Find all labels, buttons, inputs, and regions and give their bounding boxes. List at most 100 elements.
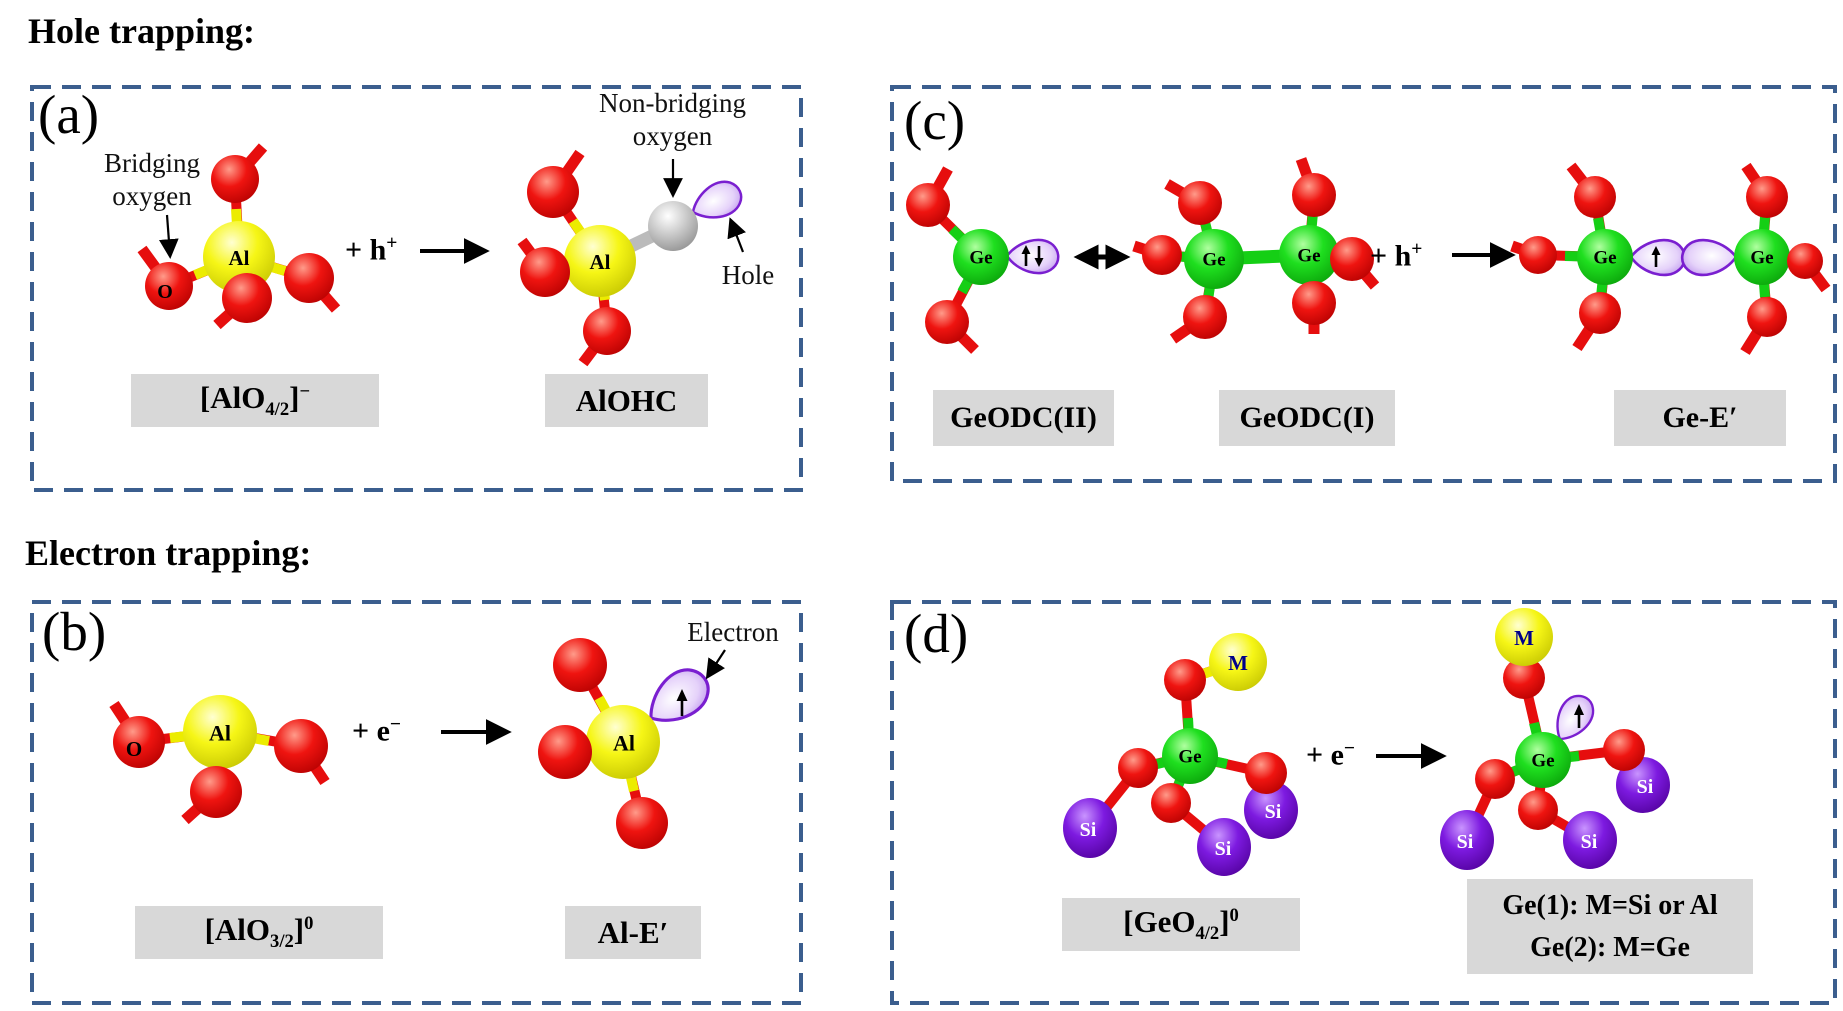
oxygen-atom: [1151, 783, 1191, 823]
panel-d-border: [890, 600, 1837, 1005]
silicon-atom: [1063, 798, 1117, 858]
oxygen-atom: [1292, 281, 1336, 325]
oxygen-atom: [1142, 235, 1182, 275]
panel-b: Al O Al (b) Electron: [30, 600, 803, 1005]
reaction-text: + e−: [1306, 738, 1356, 772]
electron-label: Electron: [687, 617, 779, 647]
germanium-atom-label: Ge: [1750, 248, 1773, 269]
nonbridging-oxygen-atom: [648, 201, 698, 251]
germanium-atom: [1162, 728, 1218, 784]
panel-c-figure: Ge: [890, 85, 1837, 483]
reactant-label-box: [AlO4/2]−: [131, 374, 379, 427]
reactant-label-box: [AlO3/2]0: [135, 906, 383, 959]
hole-arrow: [727, 217, 746, 253]
silicon-atom-label: Si: [1637, 776, 1654, 798]
aluminum-atom: [183, 695, 257, 769]
reaction-text: + e−: [352, 714, 402, 748]
oxygen-atom: [1574, 176, 1616, 218]
oxygen-atom-label: O: [157, 281, 173, 303]
spin-down-icon: [1034, 246, 1044, 267]
alo3-molecule: Al O: [109, 695, 330, 825]
modifier-atom-label: M: [1228, 651, 1248, 675]
oxygen-atom: [222, 273, 272, 323]
oxygen-atom: [1503, 657, 1545, 699]
geo4-molecule: Ge M Si Si Si: [1063, 633, 1298, 876]
reactant-label-box: [GeO4/2]0: [1062, 898, 1300, 951]
reaction-text: + h+: [345, 233, 398, 267]
oxygen-atom-label: O: [126, 737, 142, 761]
oxygen-atom: [538, 725, 592, 779]
aluminum-atom: [586, 705, 660, 779]
geodc2-label-box: GeODC(II): [933, 390, 1114, 446]
oxygen-atom: [1518, 790, 1558, 830]
oxygen-atom: [1519, 236, 1557, 274]
oxygen-atom: [1183, 295, 1227, 339]
oxygen-atom: [1178, 181, 1222, 225]
alohc-molecule: Al: [517, 149, 743, 367]
panel-a: Al O: [30, 85, 803, 492]
silicon-atom-label: Si: [1581, 831, 1598, 853]
electron-arrow: [705, 649, 726, 680]
trapped-electron-lobe-icon: [1556, 694, 1595, 741]
oxygen-atom: [583, 307, 631, 355]
oxygen-atom: [1747, 297, 1787, 337]
ge-eprime-molecule: Ge Ge: [1510, 162, 1831, 355]
oxygen-atom: [520, 247, 570, 297]
oxygen-atom: [211, 155, 259, 203]
reaction-text: + h+: [1370, 239, 1423, 273]
hole-label: Hole: [721, 260, 775, 290]
germanium-atom-label: Ge: [969, 248, 992, 269]
panel-b-figure: Al O Al: [30, 600, 803, 1005]
oxygen-atom: [527, 166, 579, 218]
panel-a-letter: (a): [38, 84, 100, 145]
silicon-atom: [1197, 818, 1251, 876]
oxygen-atom: [616, 797, 668, 849]
germanium-atom-label: Ge: [1297, 246, 1320, 267]
panel-c-border: [890, 85, 1837, 483]
hole-trapping-heading: Hole trapping:: [28, 11, 256, 51]
bridging-oxygen-atom: [145, 262, 193, 310]
germanium-atom: [1515, 732, 1571, 788]
oxygen-atom: [1330, 237, 1374, 281]
bridging-oxygen-label: Bridging oxygen: [103, 148, 200, 211]
germanium-atom-label: Ge: [1531, 751, 1554, 772]
lone-pair-lobe-icon: [1005, 238, 1060, 275]
silicon-atom: [1616, 757, 1670, 813]
panel-c: Ge: [890, 85, 1837, 483]
panel-b-border: [30, 600, 803, 1005]
silicon-atom-label: Si: [1080, 819, 1097, 841]
geodc1-label-box: GeODC(I): [1219, 390, 1395, 446]
ge-electron-center-molecule: Ge M Si Si Si: [1440, 608, 1670, 870]
panel-a-border: [30, 85, 803, 492]
aluminum-atom-label: Al: [209, 721, 231, 746]
aluminum-atom: [564, 225, 636, 297]
germanium-atom: [1734, 229, 1790, 285]
aluminum-atom-label: Al: [229, 246, 250, 270]
silicon-atom-label: Si: [1457, 831, 1474, 853]
unpaired-electron-lobe-icon: [1629, 238, 1687, 277]
spin-up-icon: [1651, 246, 1661, 267]
alo4-molecule: Al O: [137, 143, 341, 330]
spin-up-icon: [1574, 704, 1584, 728]
oxygen-atom: [1292, 173, 1336, 217]
bridging-oxygen-atom: [113, 716, 165, 768]
oxygen-atom: [284, 253, 334, 303]
germanium-atom: [1577, 229, 1633, 285]
panel-a-figure: Al O: [30, 85, 803, 492]
spin-up-icon: [676, 689, 688, 716]
geodc2-molecule: Ge: [906, 166, 1060, 354]
reactant-formula: [GeO4/2]0: [1123, 903, 1239, 945]
reactant-formula: [AlO3/2]0: [204, 911, 314, 953]
product-label-box: Ge(1): M=Si or Al Ge(2): M=Ge: [1467, 879, 1753, 974]
panel-d: Ge M Si Si Si: [890, 600, 1837, 1005]
spin-up-icon: [1021, 245, 1031, 266]
oxygen-atom: [1579, 292, 1621, 334]
germanium-atom: [1184, 229, 1244, 289]
oxygen-atom: [925, 300, 969, 344]
germanium-atom-label: Ge: [1593, 248, 1616, 269]
geodc1-molecule: Ge Ge: [1132, 157, 1380, 344]
oxygen-atom: [1475, 759, 1515, 799]
aluminum-atom-label: Al: [590, 250, 611, 274]
modifier-atom: [1495, 608, 1553, 666]
empty-lobe-icon: [1680, 238, 1738, 277]
